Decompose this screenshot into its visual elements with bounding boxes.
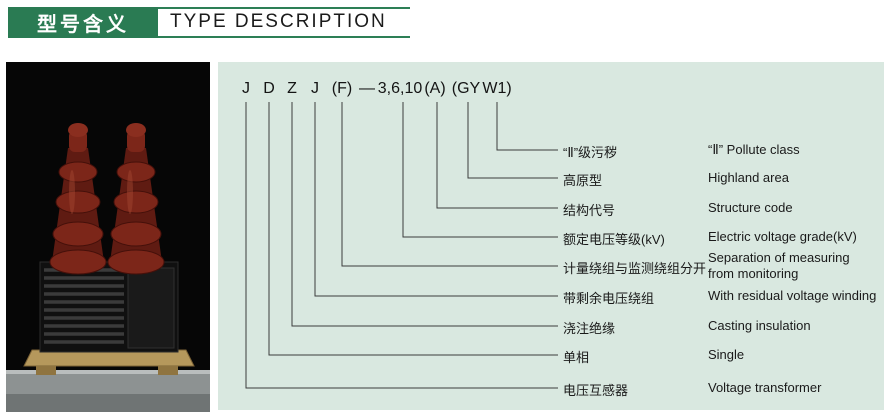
transformer-base xyxy=(23,349,195,375)
product-photo xyxy=(6,62,210,412)
code-part-w1: W1) xyxy=(482,80,512,97)
label-cn-voltage-grade: 额定电压等级(kV) xyxy=(563,232,665,247)
header-rule-bottom xyxy=(158,36,410,38)
code-part-dash: — xyxy=(359,80,375,97)
label-cn-single: 单相 xyxy=(563,350,590,365)
label-cn-voltage-transformer: 电压互感器 xyxy=(563,383,629,398)
code-part-gy: (GY xyxy=(451,80,481,97)
bushing-right xyxy=(107,123,165,275)
label-cn-casting-insulation: 浇注绝缘 xyxy=(563,321,616,336)
label-en-pollute-class: “Ⅱ” Pollute class xyxy=(708,142,800,157)
label-cn-pollute-class: “Ⅱ”级污秽 xyxy=(563,145,618,160)
header-title-en: TYPE DESCRIPTION xyxy=(170,11,387,32)
label-en-highland: Highland area xyxy=(708,170,789,185)
voltage-transformer-illustration xyxy=(6,62,210,412)
label-en-separation: Separation of measuring from monitoring xyxy=(708,250,850,281)
code-part-z: Z xyxy=(287,80,297,97)
code-part-j1: J xyxy=(242,80,250,97)
label-en-voltage-transformer: Voltage transformer xyxy=(708,380,822,395)
header-title-cn: 型号含义 xyxy=(8,7,158,38)
code-part-f: (F) xyxy=(331,80,353,97)
code-part-voltage: 3,6,10 xyxy=(377,80,423,97)
code-part-d: D xyxy=(263,80,275,97)
label-cn-residual-winding: 带剩余电压绕组 xyxy=(563,291,655,306)
label-en-voltage-grade: Electric voltage grade(kV) xyxy=(708,229,857,244)
label-cn-separation: 计量绕组与监测绕组分开 xyxy=(563,261,707,276)
label-cn-highland: 高原型 xyxy=(563,173,603,188)
photo-floor xyxy=(6,370,210,412)
transformer-core xyxy=(39,261,179,353)
label-cn-structure-code: 结构代号 xyxy=(563,203,616,218)
label-en-structure-code: Structure code xyxy=(708,200,793,215)
label-en-residual-winding: With residual voltage winding xyxy=(708,288,877,303)
code-part-j2: J xyxy=(311,80,319,97)
header-rule-top xyxy=(158,7,410,9)
label-en-single: Single xyxy=(708,347,745,362)
bushing-left xyxy=(49,123,107,275)
code-part-a: (A) xyxy=(424,80,446,97)
label-en-casting-insulation: Casting insulation xyxy=(708,318,811,333)
